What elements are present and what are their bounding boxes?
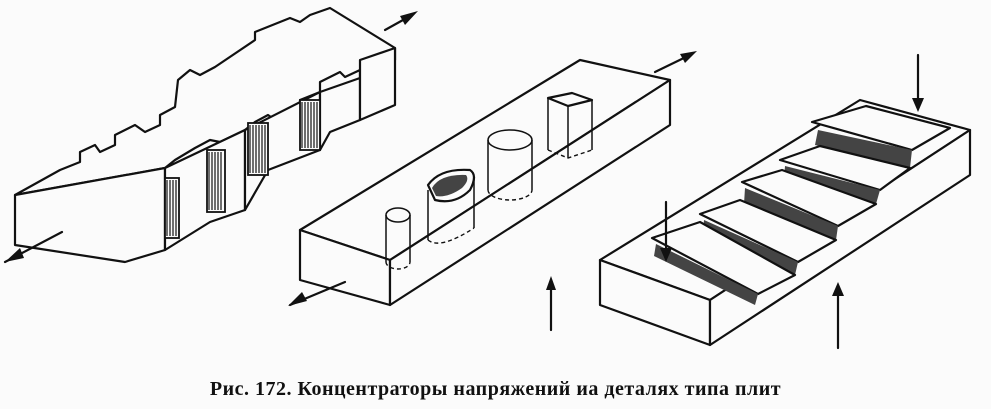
panel-plate-with-holes [288,51,697,332]
panel-ribbed-plate [598,53,972,350]
panel-notched-plate [3,6,418,264]
figure [3,6,972,350]
figure-caption: Рис. 172. Концентраторы напряжений иа де… [209,378,782,400]
